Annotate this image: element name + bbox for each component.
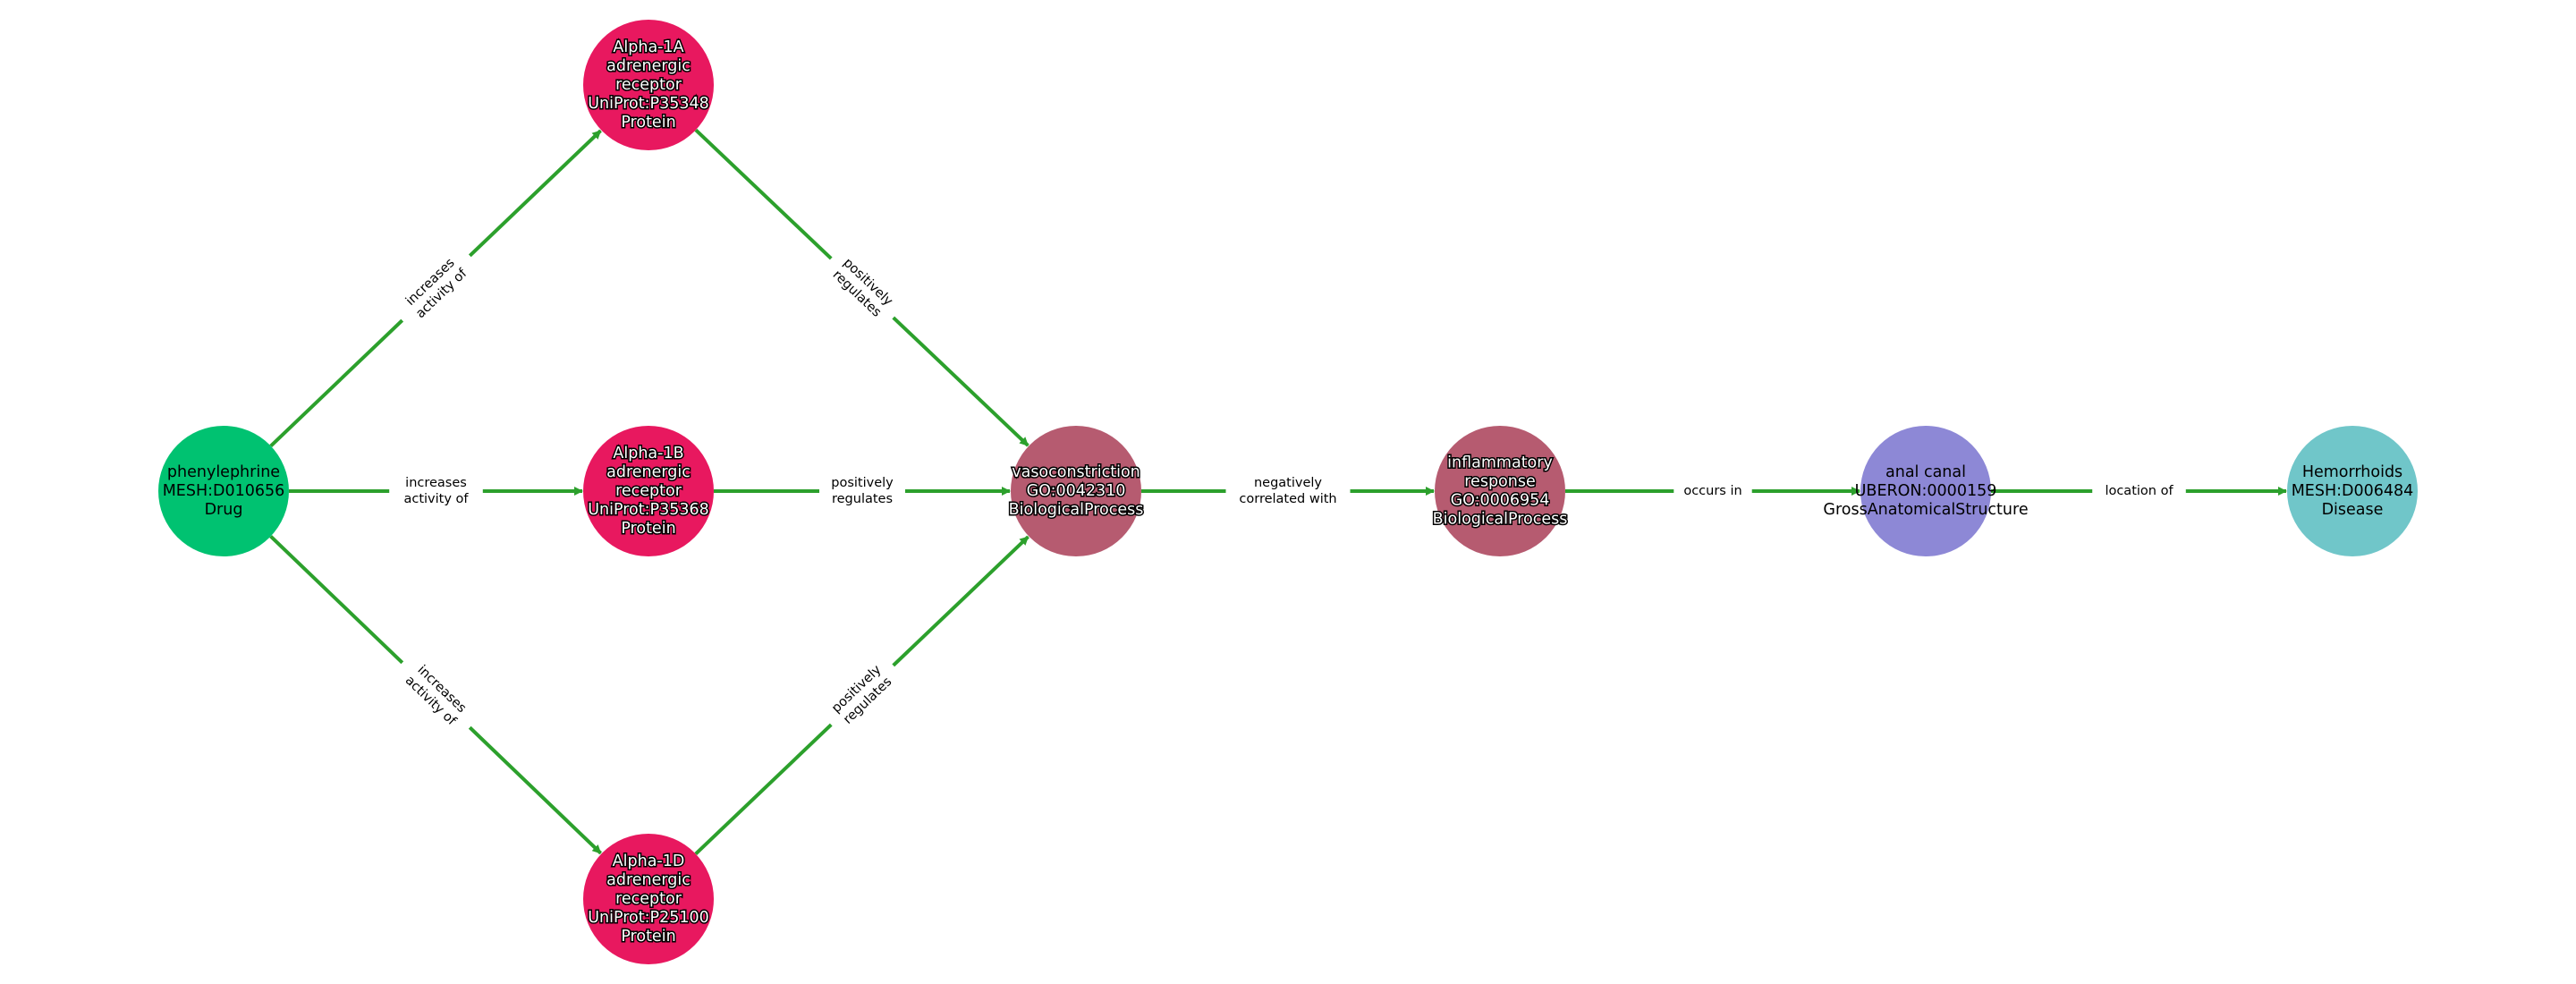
node-label: BiologicalProcess bbox=[1009, 501, 1144, 519]
node-label: receptor bbox=[615, 76, 682, 94]
node-label: adrenergic bbox=[606, 463, 691, 481]
node-label: MESH:D010656 bbox=[163, 482, 285, 500]
node-label: inflammatory bbox=[1447, 454, 1553, 472]
edge-label-text: negatively bbox=[1254, 476, 1322, 490]
node-circle[interactable] bbox=[1860, 426, 1991, 556]
edge-label-text: location of bbox=[2105, 484, 2174, 498]
node-label: anal canal bbox=[1885, 463, 1966, 481]
node-alpha1d[interactable]: Alpha-1DadrenergicreceptorUniProt:P25100… bbox=[583, 834, 714, 964]
node-label: adrenergic bbox=[606, 871, 691, 889]
node-label: UniProt:P35368 bbox=[588, 501, 709, 519]
node-analcanal[interactable]: anal canalUBERON:0000159GrossAnatomicalS… bbox=[1823, 426, 2029, 556]
edge-label-text: regulates bbox=[832, 492, 893, 506]
node-label: vasoconstriction bbox=[1012, 463, 1140, 481]
edge-label: positively regulates bbox=[819, 473, 905, 509]
edge-label-text: positively bbox=[831, 476, 894, 490]
edge-label-background bbox=[389, 242, 483, 334]
node-label: Hemorrhoids bbox=[2302, 463, 2402, 481]
node-circle[interactable] bbox=[583, 426, 714, 556]
edge-label-background bbox=[389, 473, 483, 509]
node-label: adrenergic bbox=[606, 57, 691, 75]
node-label: Protein bbox=[621, 520, 675, 538]
node-circle[interactable] bbox=[158, 426, 289, 556]
edge-label-background bbox=[1225, 473, 1351, 509]
node-label: Alpha-1A bbox=[613, 38, 683, 56]
node-vasoconstriction[interactable]: vasoconstrictionGO:0042310BiologicalProc… bbox=[1007, 426, 1145, 556]
node-inflammatory[interactable]: inflammatoryresponseGO:0006954Biological… bbox=[1431, 426, 1569, 556]
node-label: Alpha-1D bbox=[613, 853, 685, 870]
node-circle[interactable] bbox=[583, 20, 714, 150]
node-alpha1b[interactable]: Alpha-1BadrenergicreceptorUniProt:P35368… bbox=[583, 426, 714, 556]
edge-label-background bbox=[818, 245, 906, 331]
node-circle[interactable] bbox=[2287, 426, 2418, 556]
node-label: receptor bbox=[615, 890, 682, 908]
edge-label-background bbox=[389, 649, 483, 741]
node-label: Alpha-1B bbox=[613, 445, 683, 462]
edge-label: occurs in bbox=[1674, 481, 1752, 501]
edge-label-text: occurs in bbox=[1683, 484, 1741, 498]
node-label: BiologicalProcess bbox=[1433, 511, 1568, 529]
node-label: Disease bbox=[2322, 501, 2384, 519]
edge-label-text: increases bbox=[405, 476, 467, 490]
node-label: GO:0006954 bbox=[1451, 492, 1550, 510]
node-circle[interactable] bbox=[1011, 426, 1141, 556]
nodes-layer: phenylephrineMESH:D010656DrugAlpha-1Aadr… bbox=[158, 20, 2418, 964]
node-label: receptor bbox=[615, 482, 682, 500]
node-label: GO:0042310 bbox=[1027, 482, 1126, 500]
node-label: Drug bbox=[205, 501, 243, 519]
node-label: Protein bbox=[621, 928, 675, 946]
node-circle[interactable] bbox=[1435, 426, 1565, 556]
edge-label: increases activity of bbox=[389, 473, 483, 509]
edge-label-background bbox=[1674, 481, 1752, 501]
edge-label: location of bbox=[2092, 481, 2186, 501]
node-label: UniProt:P35348 bbox=[588, 95, 709, 113]
node-label: GrossAnatomicalStructure bbox=[1823, 501, 2028, 519]
node-alpha1a[interactable]: Alpha-1AadrenergicreceptorUniProt:P35348… bbox=[583, 20, 714, 150]
edge-label-text: correlated with bbox=[1239, 492, 1336, 506]
edge-label-background bbox=[2092, 481, 2186, 501]
edge-label-text: activity of bbox=[403, 492, 469, 506]
edge-label-background bbox=[818, 652, 906, 738]
node-label: UBERON:0000159 bbox=[1855, 482, 1997, 500]
node-circle[interactable] bbox=[583, 834, 714, 964]
node-label: Protein bbox=[621, 114, 675, 131]
node-label: UniProt:P25100 bbox=[588, 909, 709, 927]
edge-label: negatively correlated with bbox=[1225, 473, 1351, 509]
node-label: phenylephrine bbox=[167, 463, 280, 481]
node-label: response bbox=[1464, 473, 1536, 491]
node-label: MESH:D006484 bbox=[2292, 482, 2414, 500]
edge-label-background bbox=[819, 473, 905, 509]
